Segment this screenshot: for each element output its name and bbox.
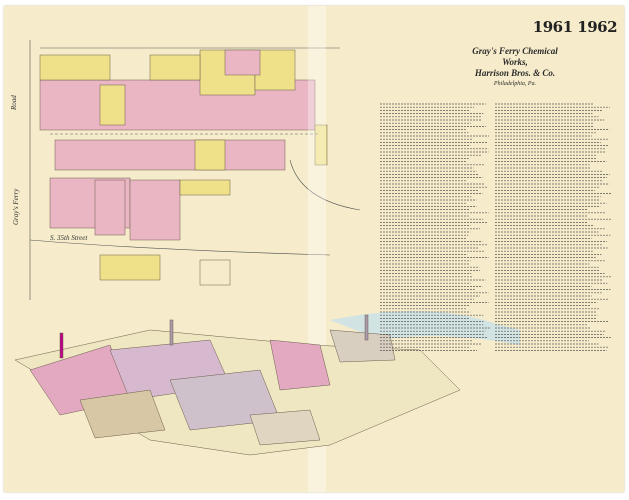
text-lines [380,104,612,350]
